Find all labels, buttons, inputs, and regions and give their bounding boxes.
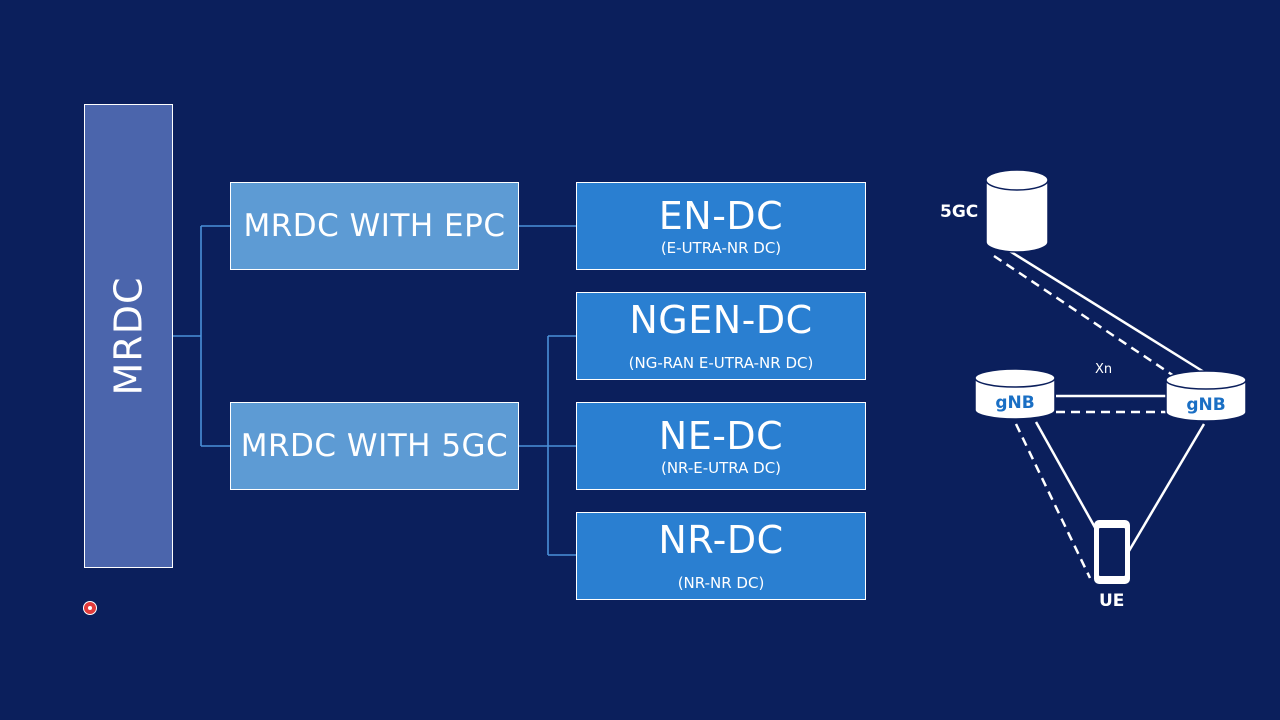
nr-dc-box: NR-DC (NR-NR DC) xyxy=(576,512,866,600)
gnb-left-cylinder-icon xyxy=(974,368,1056,420)
ne-dc-title: NE-DC xyxy=(658,413,784,458)
ne-dc-subtitle: (NR-E-UTRA DC) xyxy=(660,458,782,477)
link-gnb-left-ue-solid xyxy=(1034,421,1104,541)
en-dc-title: EN-DC xyxy=(658,193,784,238)
gnb-left-label: gNB xyxy=(995,393,1034,413)
gnb-right-cylinder-icon xyxy=(1165,370,1247,422)
mrdc-with-epc-label: MRDC WITH EPC xyxy=(243,208,506,244)
core-cylinder-icon xyxy=(985,169,1049,253)
link-gnb-left-ue-dashed xyxy=(1014,423,1092,579)
ngen-dc-title: NGEN-DC xyxy=(629,298,813,342)
nr-dc-subtitle: (NR-NR DC) xyxy=(677,574,765,592)
pointer-cursor-icon xyxy=(84,602,96,614)
xn-interface-label: Xn xyxy=(1095,362,1113,377)
en-dc-subtitle: (E-UTRA-NR DC) xyxy=(660,238,782,257)
mrdc-with-5gc-label: MRDC WITH 5GC xyxy=(240,428,509,464)
ne-dc-box: NE-DC (NR-E-UTRA DC) xyxy=(576,402,866,490)
mrdc-with-5gc-box: MRDC WITH 5GC xyxy=(230,402,519,490)
mrdc-with-epc-box: MRDC WITH EPC xyxy=(230,182,519,270)
ngen-dc-box: NGEN-DC (NG-RAN E-UTRA-NR DC) xyxy=(576,292,866,380)
nr-dc-title: NR-DC xyxy=(658,518,784,562)
ngen-dc-subtitle: (NG-RAN E-UTRA-NR DC) xyxy=(628,354,814,372)
link-gnb-right-ue-solid xyxy=(1124,423,1206,557)
link-5gc-gnb-right-dashed xyxy=(993,254,1181,382)
link-5gc-gnb-right-solid xyxy=(1007,248,1205,374)
en-dc-box: EN-DC (E-UTRA-NR DC) xyxy=(576,182,866,270)
ue-phone-icon xyxy=(1094,520,1130,584)
mrdc-root-box: MRDC xyxy=(84,104,173,568)
core-label: 5GC xyxy=(940,202,979,222)
ue-label: UE xyxy=(1099,591,1125,611)
gnb-right-label: gNB xyxy=(1186,395,1225,415)
